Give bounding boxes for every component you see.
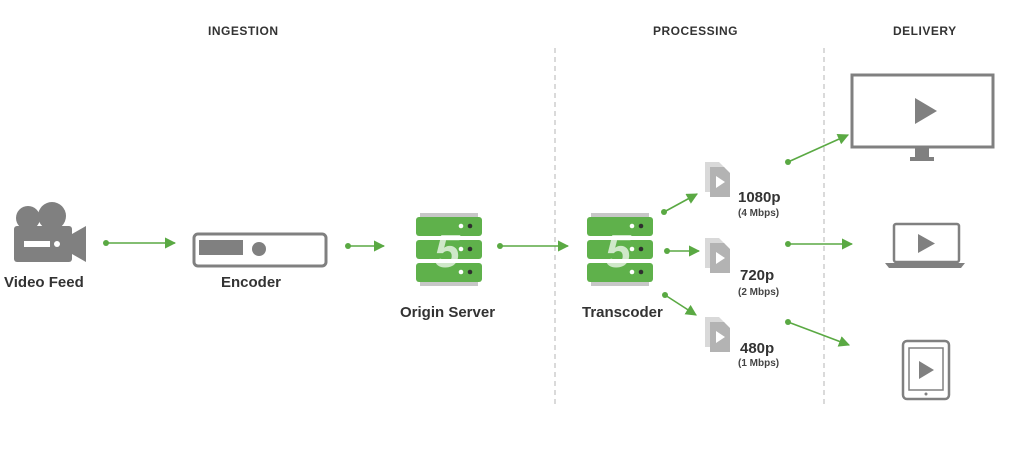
connector-720p-to-laptop: [785, 238, 854, 250]
connector-transcoder-to-1080p: [661, 193, 698, 215]
node-label-encoder: Encoder: [221, 274, 282, 291]
transcoder-glyph: 5: [605, 225, 632, 277]
laptop-icon: [885, 222, 965, 268]
connector-transcoder-to-720p: [664, 245, 701, 257]
rendition-resolution: 720p: [740, 267, 775, 284]
origin-server-glyph: 5: [434, 225, 461, 277]
node-label-transcoder: Transcoder: [582, 304, 663, 321]
video-file-icon: [705, 162, 730, 197]
rendition-bitrate: (1 Mbps): [738, 358, 780, 369]
rendition-resolution: 1080p: [738, 189, 781, 206]
origin-server-icon: 5: [416, 213, 482, 286]
rendition-bitrate: (2 Mbps): [738, 287, 780, 298]
transcoder-icon: 5: [587, 213, 653, 286]
rendition-resolution: 480p: [740, 340, 775, 357]
section-title-delivery: DELIVERY: [893, 24, 957, 38]
node-label-origin-server: Origin Server: [400, 304, 496, 321]
video-file-icon: [705, 317, 730, 352]
video-camera-icon: [14, 202, 86, 262]
connector-transcoder-to-480p: [662, 292, 697, 316]
video-file-icon: [705, 238, 730, 273]
monitor-icon: [850, 73, 995, 161]
connector-480p-to-tablet: [785, 319, 851, 347]
connector-encoder-to-origin: [345, 240, 386, 252]
connector-1080p-to-monitor: [785, 134, 850, 165]
tablet-icon: [901, 339, 951, 401]
rendition-bitrate: (4 Mbps): [738, 208, 780, 219]
section-title-processing: PROCESSING: [653, 24, 739, 38]
connector-video-feed-to-encoder: [103, 237, 177, 249]
encoder-icon: [192, 232, 328, 268]
node-label-video-feed: Video Feed: [4, 274, 84, 291]
connector-origin-to-transcoder: [497, 240, 570, 252]
section-title-ingestion: INGESTION: [208, 24, 279, 38]
